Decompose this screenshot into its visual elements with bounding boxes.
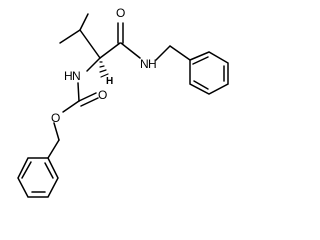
bond-ch-calpha [79, 29, 101, 59]
amide-hydrogen-label: H [148, 57, 157, 71]
stereo-hash-bond [99, 61, 109, 78]
bond-methyl2-ch [59, 29, 81, 44]
bond-ncarbamate-ccarb [77, 82, 80, 102]
bond-calpha-ncarbamate [86, 57, 101, 72]
bond-oester-ch2 [53, 122, 60, 141]
structure-canvas: O N H H N H O O [17, 6, 229, 198]
ring-right-double-1 [192, 56, 209, 65]
bond-calpha-camide [99, 42, 121, 59]
stereo-hydrogen-label: H [106, 76, 113, 87]
carbonyl-oxygen-label: O [98, 88, 107, 102]
bond-ch2-ringleft [47, 139, 60, 159]
bond-ccarb-oester [62, 100, 80, 113]
bond-camide-n [120, 42, 141, 59]
ester-oxygen-label: O [51, 111, 60, 125]
amide-nitrogen-label: N [140, 57, 149, 71]
ring-left-double-1 [21, 161, 32, 179]
benzene-ring-left [17, 157, 59, 198]
bond-n-ch2 [155, 45, 171, 61]
bond-ccarb-o1 [78, 92, 97, 102]
carbamate-hydrogen-label: H [64, 69, 73, 83]
ring-left-double-3 [44, 162, 54, 179]
bond-ch2-ring [169, 45, 191, 61]
ring-right-double-3 [193, 80, 209, 90]
bond-ccarb-o2 [80, 97, 99, 107]
amide-oxygen-label: O [116, 6, 125, 20]
carbamate-nitrogen-label: N [72, 69, 81, 83]
benzene-ring-right [189, 51, 229, 95]
molecule-drawing: O N H H N H O O [17, 6, 229, 198]
bond-methyl1-ch [79, 13, 89, 31]
